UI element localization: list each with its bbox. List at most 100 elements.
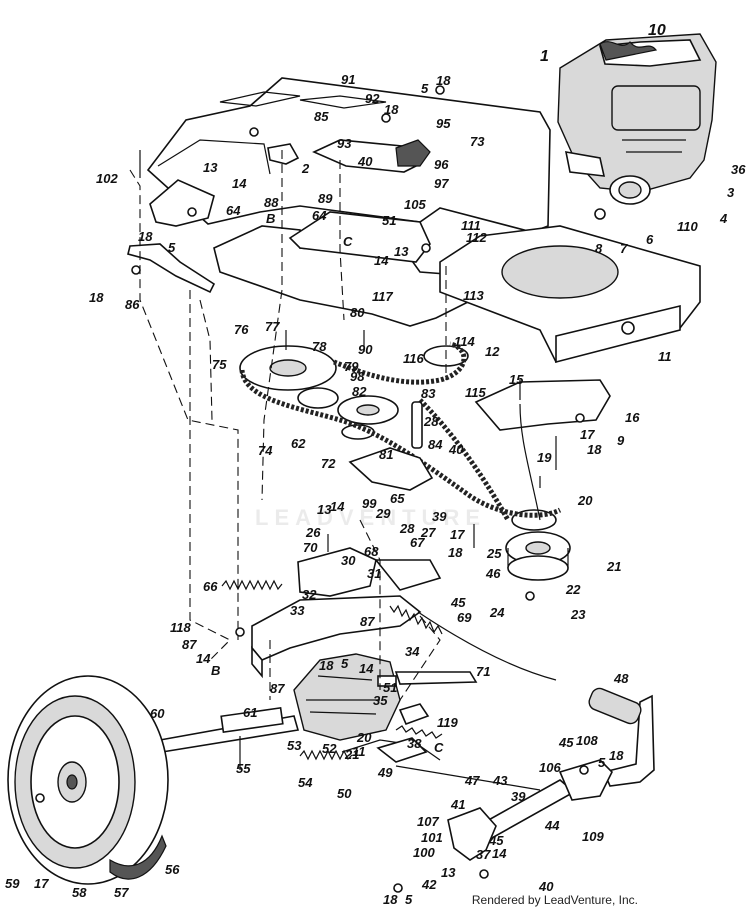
part-label-29: 29: [375, 506, 391, 521]
part-label-22: 22: [565, 582, 581, 597]
part-label-5: 5: [405, 892, 413, 907]
idler-shaft: [411, 401, 423, 449]
part-label-18: 18: [448, 545, 463, 560]
part-label-111: 111: [461, 218, 481, 233]
part-label-25: 25: [486, 546, 502, 561]
part-label-96: 96: [434, 157, 449, 172]
part-label-112: 112: [466, 230, 487, 245]
part-label-75: 75: [212, 357, 227, 372]
part-label-48: 48: [613, 671, 629, 686]
fasteners: [35, 85, 606, 893]
part-label-39: 39: [432, 509, 447, 524]
part-label-56: 56: [165, 862, 180, 877]
part-label-13: 13: [203, 160, 218, 175]
part-label-85: 85: [314, 109, 329, 124]
linkage-plate: [376, 737, 428, 763]
part-label-18: 18: [384, 102, 399, 117]
part-label-109: 109: [582, 829, 604, 844]
watermark-text: LEADVENTURE: [255, 505, 487, 530]
part-label-115: 115: [465, 385, 486, 400]
part-label-73: 73: [470, 134, 485, 149]
part-label-102: 102: [96, 171, 118, 186]
part-label-14: 14: [196, 651, 211, 666]
part-label-107: 107: [417, 814, 439, 829]
pulley-assembly: [239, 345, 571, 581]
part-label-18: 18: [383, 892, 398, 907]
part-label-7: 7: [620, 241, 628, 256]
pedal-grip: [588, 687, 642, 725]
transaxle: [293, 653, 478, 741]
part-label-44: 44: [544, 818, 560, 833]
part-label-97: 97: [434, 176, 449, 191]
control-rod: [417, 611, 557, 681]
part-label-17: 17: [450, 527, 465, 542]
main-frame: [439, 225, 701, 364]
part-label-77: 77: [265, 319, 280, 334]
part-label-54: 54: [298, 775, 313, 790]
part-label-6: 6: [646, 232, 654, 247]
part-label-18: 18: [436, 73, 451, 88]
axle-stub: [377, 675, 397, 687]
part-label-5: 5: [598, 755, 606, 770]
part-label-13: 13: [317, 502, 332, 517]
part-label-2: 2: [301, 161, 310, 176]
spring-54: [299, 749, 353, 761]
cable-bracket: [398, 703, 430, 726]
part-label-84: 84: [428, 437, 443, 452]
part-label-5: 5: [341, 656, 349, 671]
clutch-lever: [374, 559, 442, 591]
part-label-34: 34: [405, 644, 420, 659]
part-label-90: 90: [358, 342, 373, 357]
part-label-42: 42: [421, 877, 437, 892]
part-label-65: 65: [390, 491, 405, 506]
part-label-10: 10: [648, 22, 666, 39]
part-label-51: 51: [383, 680, 397, 695]
side-bracket: [127, 243, 216, 294]
part-label-69: 69: [457, 610, 472, 625]
part-label-11: 11: [352, 744, 366, 759]
part-label-33: 33: [290, 603, 305, 618]
part-label-B: B: [266, 211, 275, 226]
part-label-118: 118: [170, 620, 191, 635]
engine: [557, 33, 717, 205]
part-label-91: 91: [341, 72, 355, 87]
part-label-39: 39: [511, 789, 526, 804]
part-label-113: 113: [463, 288, 484, 303]
part-label-18: 18: [587, 442, 602, 457]
part-label-31: 31: [367, 566, 381, 581]
part-label-116: 116: [403, 351, 424, 366]
part-label-81: 81: [379, 447, 393, 462]
pedal-rod: [602, 694, 655, 787]
part-label-106: 106: [539, 760, 561, 775]
part-label-74: 74: [258, 443, 273, 458]
part-label-14: 14: [359, 661, 374, 676]
idler-arm: [348, 447, 434, 491]
part-label-57: 57: [114, 885, 129, 900]
part-label-4: 4: [719, 211, 728, 226]
part-label-46: 46: [485, 566, 501, 581]
part-label-82: 82: [352, 384, 367, 399]
part-label-5: 5: [421, 81, 429, 96]
part-label-43: 43: [492, 773, 508, 788]
part-label-76: 76: [234, 322, 249, 337]
part-label-24: 24: [489, 605, 505, 620]
part-label-53: 53: [287, 738, 302, 753]
part-label-62: 62: [291, 436, 306, 451]
part-label-36: 36: [731, 162, 746, 177]
part-label-28: 28: [399, 521, 415, 536]
part-label-B: B: [211, 663, 220, 678]
part-label-79: 79: [344, 359, 359, 374]
part-label-100: 100: [413, 845, 435, 860]
part-label-101: 101: [421, 830, 443, 845]
part-label-99: 99: [362, 496, 377, 511]
part-label-21: 21: [344, 747, 359, 762]
part-label-105: 105: [404, 197, 426, 212]
part-label-41: 41: [450, 797, 465, 812]
part-label-83: 83: [421, 386, 436, 401]
part-label-23: 23: [570, 607, 586, 622]
shaft-bracket: [558, 759, 613, 801]
part-label-32: 32: [302, 587, 317, 602]
drive-belt-upper: [333, 341, 467, 385]
part-label-45: 45: [450, 595, 466, 610]
